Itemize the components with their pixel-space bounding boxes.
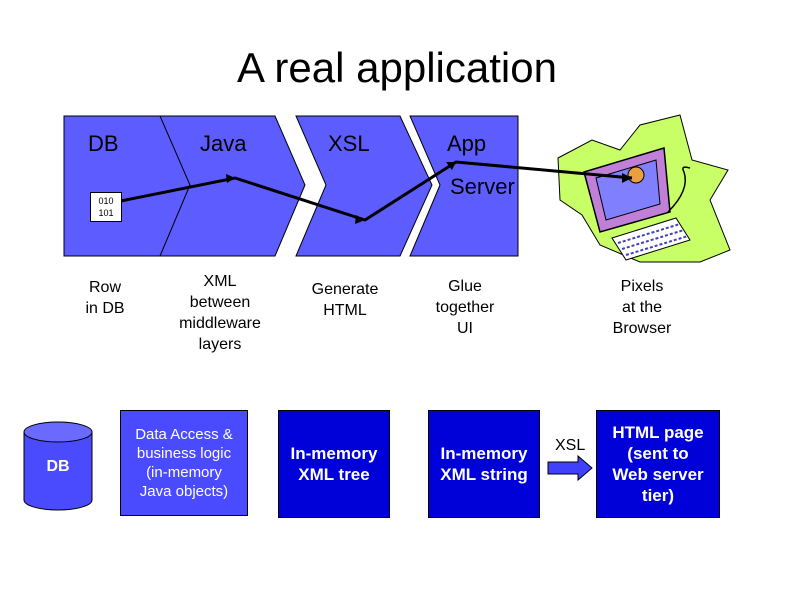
- desc-xml-layers: XML between middleware layers: [165, 271, 275, 355]
- database-icon: [23, 421, 93, 511]
- desc-line: HTML: [323, 302, 367, 319]
- desc-line: Glue: [448, 278, 482, 295]
- html-page-box: HTML page (sent to Web server tier): [596, 410, 720, 518]
- stage-label-xsl: XSL: [328, 131, 370, 156]
- desc-glue-ui: Glue together UI: [415, 276, 515, 339]
- xml-string-box: In-memory XML string: [428, 410, 540, 518]
- desc-line: Browser: [612, 320, 672, 337]
- arrow-head-browser: [622, 173, 632, 183]
- box-line: XML string: [440, 465, 528, 484]
- xml-tree-box: In-memory XML tree: [278, 410, 390, 518]
- arrow-head-app: [446, 162, 456, 170]
- chevron-xsl: [295, 115, 433, 257]
- box-line: In-memory: [440, 444, 528, 463]
- desc-line: at the: [621, 299, 663, 316]
- desc-line: XML: [203, 273, 237, 290]
- desc-line: Pixels: [620, 278, 664, 295]
- stage-label-app: App: [447, 131, 487, 156]
- box-line: XML tree: [298, 465, 370, 484]
- desc-line: between: [189, 294, 251, 311]
- box-line: (in-memory: [146, 464, 222, 481]
- binary-data-icon: 010 101: [90, 192, 122, 222]
- desc-line: in DB: [85, 300, 125, 317]
- desc-line: layers: [198, 336, 242, 353]
- arrow-head-xsl: [355, 215, 365, 224]
- box-line: business logic: [136, 445, 232, 462]
- stage-label-server: Server: [450, 174, 515, 199]
- arrow-head-java: [226, 174, 235, 183]
- java-objects-box: Data Access & business logic (in-memory …: [120, 410, 248, 516]
- box-line: In-memory: [290, 444, 378, 463]
- page-title: A real application: [237, 44, 557, 91]
- chevron-java: [159, 115, 306, 257]
- bits-line: 101: [98, 208, 114, 218]
- box-line: Java objects): [139, 483, 229, 500]
- bits-line: 010: [98, 196, 114, 206]
- desc-line: Generate: [311, 281, 379, 298]
- desc-line: middleware: [179, 315, 261, 332]
- stage-label-db: DB: [88, 131, 119, 156]
- xsl-arrow-icon: [547, 454, 593, 482]
- chevron-app-server: [409, 115, 519, 257]
- database-label: DB: [46, 458, 70, 475]
- box-line: tier): [641, 486, 675, 505]
- desc-line: Row: [88, 279, 121, 296]
- desc-pixels-browser: Pixels at the Browser: [592, 276, 692, 339]
- stage-label-java: Java: [200, 131, 247, 156]
- desc-line: together: [435, 299, 495, 316]
- box-line: Data Access &: [135, 426, 233, 443]
- desc-line: UI: [457, 320, 473, 337]
- xsl-arrow-label: XSL: [555, 437, 586, 454]
- computer-icon: [557, 114, 731, 263]
- box-line: (sent to: [627, 444, 689, 463]
- box-line: Web server: [612, 465, 704, 484]
- desc-row-in-db: Row in DB: [70, 277, 140, 319]
- desc-generate-html: Generate HTML: [295, 279, 395, 321]
- box-line: HTML page: [612, 423, 704, 442]
